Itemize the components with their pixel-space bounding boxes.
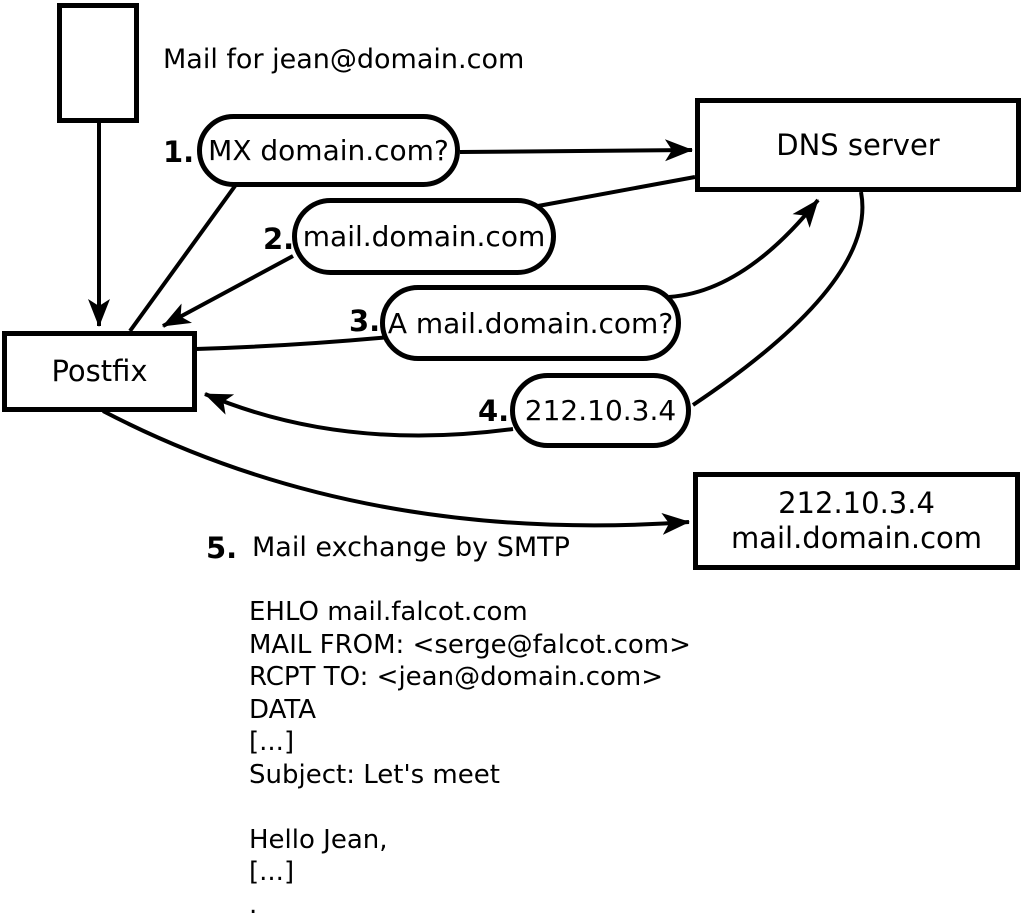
pill-a-response-label: 212.10.3.4 <box>524 394 677 427</box>
pill-a-query-label: A mail.domain.com? <box>387 306 674 340</box>
smtp-session-transcript: EHLO mail.falcot.com MAIL FROM: <serge@f… <box>249 597 691 919</box>
pill-mx-response: mail.domain.com <box>292 198 556 275</box>
arrow-mx-response-to-postfix <box>162 254 294 328</box>
step-number-1: 1. <box>163 135 195 169</box>
pill-a-response: 212.10.3.4 <box>510 373 691 448</box>
line-dns-to-mx-response <box>537 175 696 208</box>
postfix-label: Postfix <box>51 354 148 389</box>
pill-mx-response-label: mail.domain.com <box>302 220 546 253</box>
mail-server-hostname: mail.domain.com <box>730 521 983 555</box>
mail-server-box: 212.10.3.4 mail.domain.com <box>693 472 1020 570</box>
dns-server-label: DNS server <box>776 127 940 162</box>
mail-source-box <box>57 3 139 123</box>
postfix-box: Postfix <box>2 331 197 412</box>
step-number-5: 5. <box>206 531 238 565</box>
arrow-mx-query-to-dns <box>459 139 693 162</box>
step-number-2: 2. <box>263 222 295 256</box>
mail-server-ip: 212.10.3.4 <box>778 486 935 520</box>
step-number-3: 3. <box>349 304 381 338</box>
line-postfix-to-mx-query <box>128 184 237 333</box>
dns-server-box: DNS server <box>695 98 1021 192</box>
line-dns-to-a-response <box>691 191 865 407</box>
line-postfix-to-a-query <box>195 335 391 351</box>
pill-mx-query: MX domain.com? <box>197 114 460 187</box>
arrow-smtp-to-mailserver <box>102 409 690 535</box>
pill-a-query: A mail.domain.com? <box>380 285 681 361</box>
arrow-a-response-to-postfix <box>204 392 514 438</box>
smtp-exchange-label: Mail exchange by SMTP <box>252 532 570 563</box>
arrow-a-query-to-dns <box>668 198 820 299</box>
diagram-title: Mail for jean@domain.com <box>163 44 525 75</box>
step-number-4: 4. <box>478 394 510 428</box>
pill-mx-query-label: MX domain.com? <box>208 134 449 167</box>
